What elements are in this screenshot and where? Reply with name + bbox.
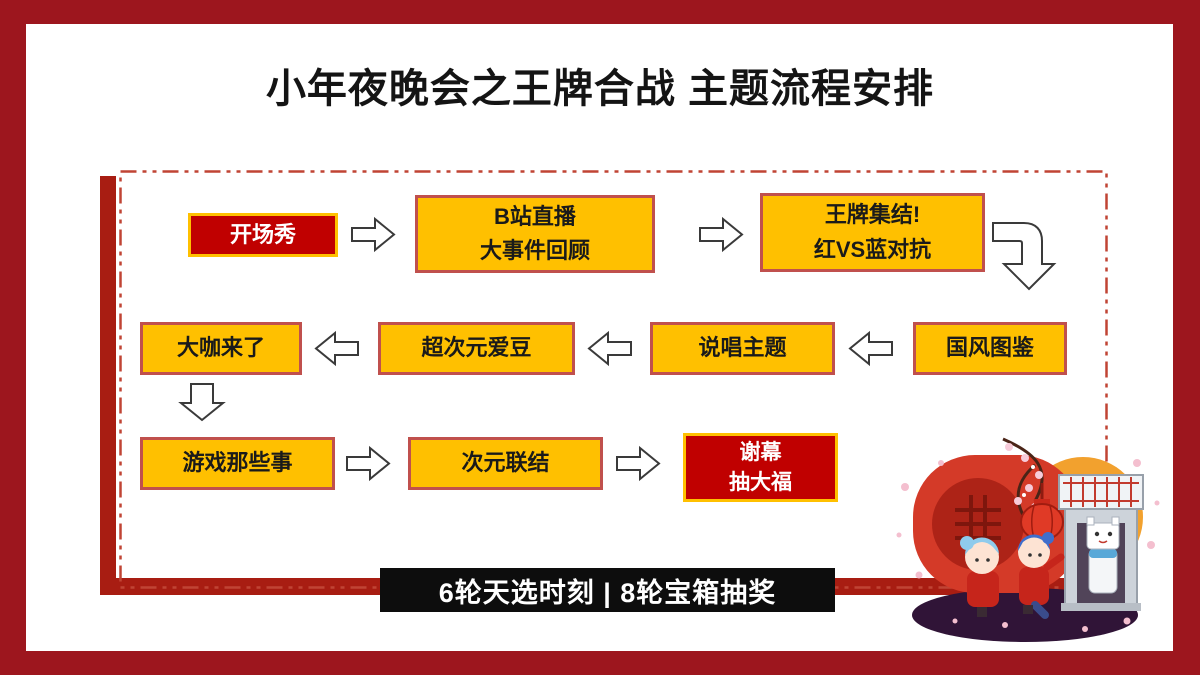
arrow-left-icon-2 — [585, 330, 635, 367]
robot-character — [1086, 516, 1120, 594]
flow-step-dimension-link: 次元联结 — [408, 437, 603, 490]
flow-step-ace-battle-line2: 红VS蓝对抗 — [813, 236, 932, 262]
flow-step-rap-label: 说唱主题 — [698, 335, 787, 361]
flow-step-finale-line1: 谢幕 — [739, 441, 782, 465]
flow-step-idol-label: 超次元爱豆 — [421, 335, 532, 361]
flow-step-ace-battle-line1: 王牌集结! — [824, 202, 921, 228]
arrow-right-icon-1 — [350, 216, 396, 253]
flow-step-ace-battle: 王牌集结! 红VS蓝对抗 — [760, 193, 985, 272]
flow-step-guofeng: 国风图鉴 — [913, 322, 1067, 375]
flow-step-rap: 说唱主题 — [650, 322, 835, 375]
newyear-illustration — [896, 437, 1160, 642]
flow-step-bilibili-live-line2: 大事件回顾 — [479, 238, 590, 263]
arrow-right-icon-2 — [698, 216, 744, 253]
flow-step-daka: 大咖来了 — [140, 322, 302, 375]
arrow-down-icon — [178, 382, 226, 422]
flow-step-bilibili-live-line1: B站直播 — [494, 203, 576, 229]
flow-step-bilibili-live: B站直播 大事件回顾 — [415, 195, 655, 273]
flow-step-finale-line2: 抽大福 — [729, 470, 792, 494]
chibi-characters — [960, 532, 1065, 619]
flow-step-daka-label: 大咖来了 — [176, 335, 265, 361]
flow-step-opening: 开场秀 — [188, 213, 338, 257]
arrow-right-icon-4 — [615, 445, 661, 482]
flow-step-games-label: 游戏那些事 — [182, 450, 293, 476]
slide-title: 小年夜晚会之王牌合战 主题流程安排 — [265, 67, 935, 111]
lottery-banner-text: 6轮天选时刻 | 8轮宝箱抽奖 — [438, 577, 777, 608]
arrow-left-icon-3 — [312, 330, 362, 367]
arrow-right-icon-3 — [345, 445, 391, 482]
scatter-flowers — [896, 459, 1160, 632]
flow-step-idol: 超次元爱豆 — [378, 322, 575, 375]
arrow-bent-down-icon — [992, 220, 1064, 292]
flow-step-games: 游戏那些事 — [140, 437, 335, 490]
flow-step-guofeng-label: 国风图鉴 — [945, 335, 1034, 361]
flow-step-finale: 谢幕 抽大福 — [683, 433, 838, 502]
flow-step-opening-label: 开场秀 — [229, 221, 296, 247]
arrow-left-icon-1 — [846, 330, 896, 367]
flow-step-dimension-link-label: 次元联结 — [461, 450, 550, 476]
lottery-banner: 6轮天选时刻 | 8轮宝箱抽奖 — [380, 568, 835, 612]
accent-bar-left — [100, 176, 116, 595]
